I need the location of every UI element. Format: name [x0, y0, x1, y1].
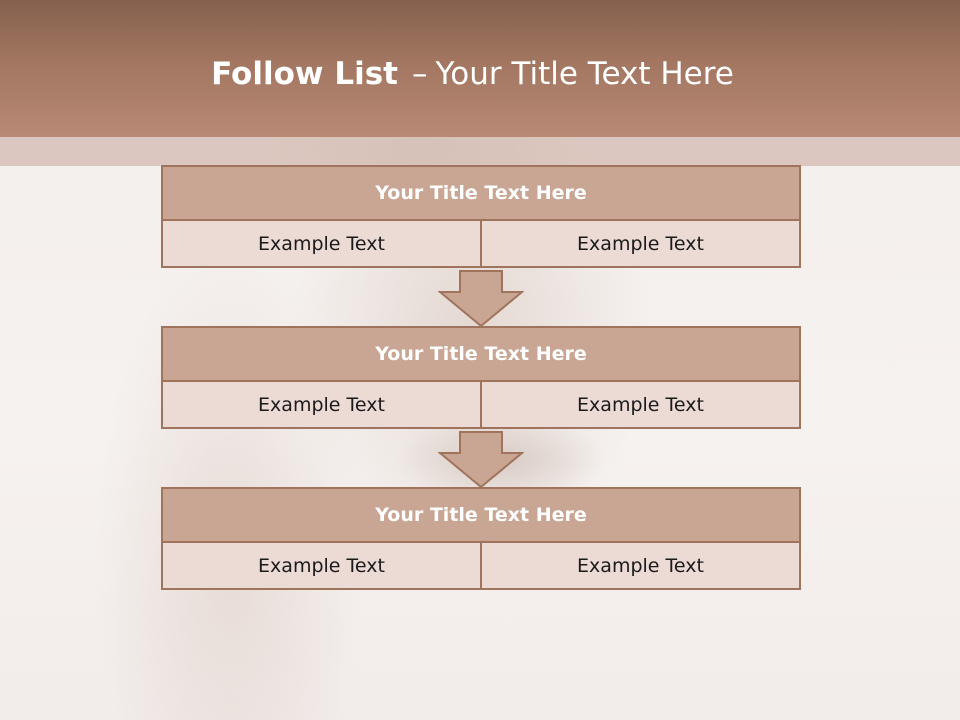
slide-title: Follow List–Your Title Text Here [0, 54, 945, 94]
block-title: Your Title Text Here [161, 165, 801, 221]
list-block-1: Your Title Text Here Example Text Exampl… [161, 165, 801, 268]
block-row: Example Text Example Text [161, 219, 801, 268]
header-bar [0, 0, 960, 137]
down-arrow-icon [438, 270, 524, 328]
block-cell-left: Example Text [161, 380, 482, 429]
block-cell-right: Example Text [480, 219, 801, 268]
block-title: Your Title Text Here [161, 326, 801, 382]
block-cell-right: Example Text [480, 380, 801, 429]
title-dash: – [411, 56, 428, 92]
title-bold: Follow List [211, 56, 398, 92]
block-cell-right: Example Text [480, 541, 801, 590]
title-rest: Your Title Text Here [435, 56, 734, 92]
list-block-3: Your Title Text Here Example Text Exampl… [161, 487, 801, 590]
block-cell-left: Example Text [161, 219, 482, 268]
list-block-2: Your Title Text Here Example Text Exampl… [161, 326, 801, 429]
block-title: Your Title Text Here [161, 487, 801, 543]
header-strip [0, 137, 960, 166]
block-row: Example Text Example Text [161, 380, 801, 429]
block-row: Example Text Example Text [161, 541, 801, 590]
down-arrow-icon [438, 431, 524, 489]
block-cell-left: Example Text [161, 541, 482, 590]
